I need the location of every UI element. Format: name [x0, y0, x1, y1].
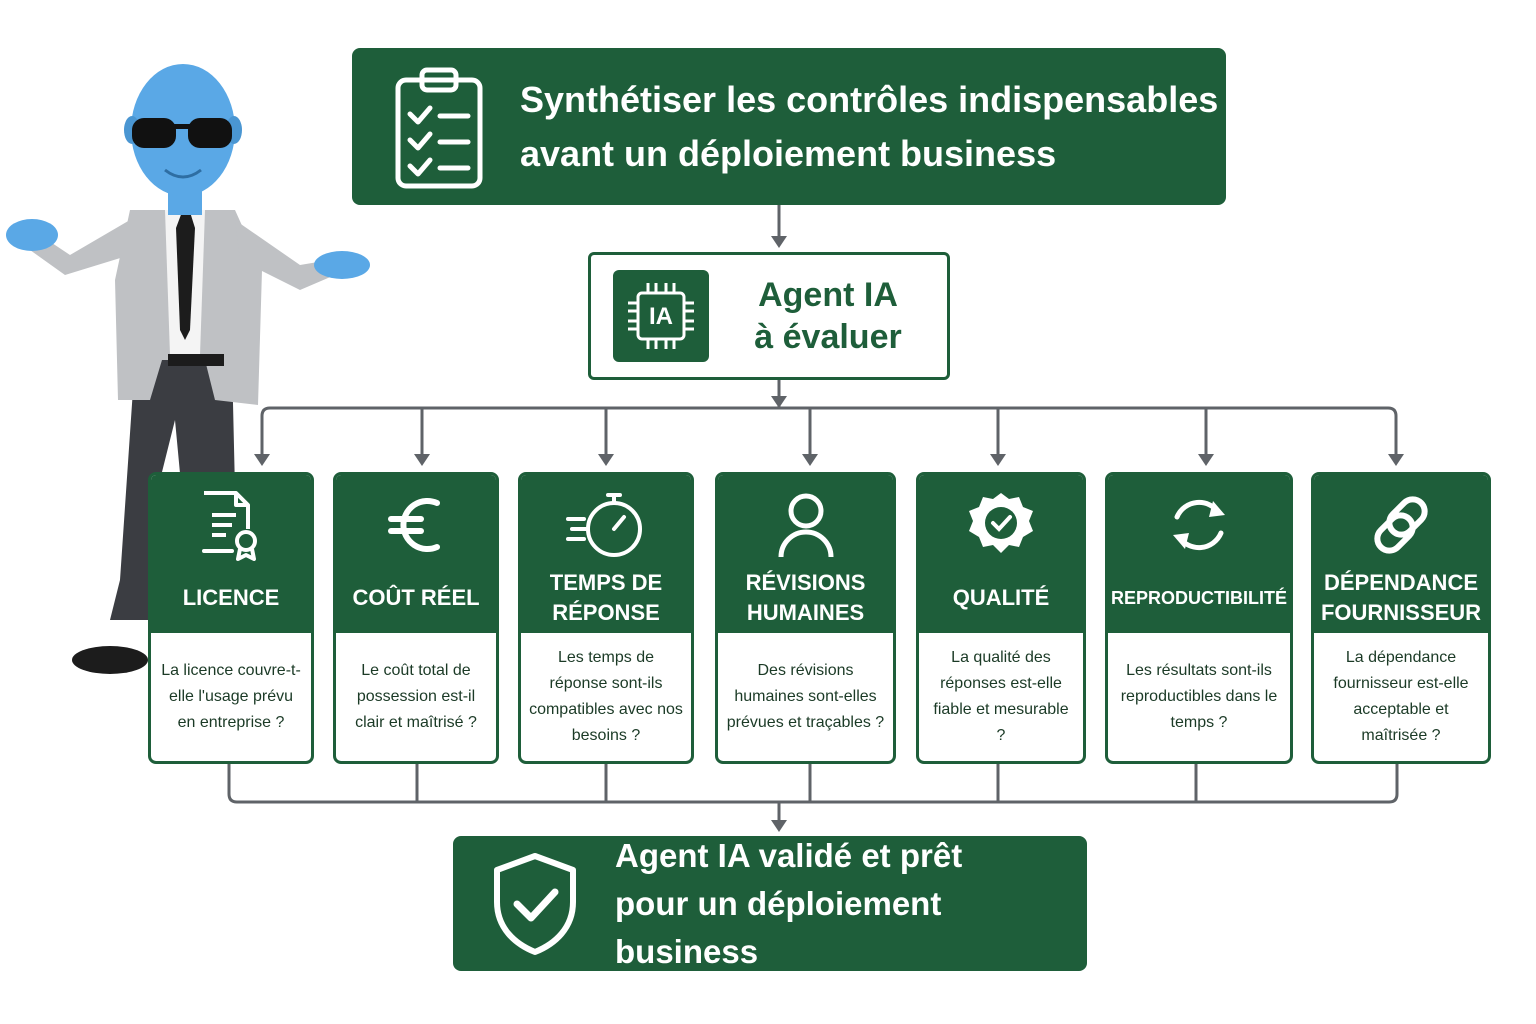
goal-title-line-1: Synthétiser les contrôles indispensables [520, 78, 1219, 120]
check-card-reproductibilite: REPRODUCTIBILITÉ Les résultats sont-ils … [1105, 472, 1293, 764]
check-question: Le coût total de possession est-il clair… [355, 662, 477, 731]
euro-icon [388, 498, 440, 552]
chip-label: IA [649, 303, 673, 330]
check-card-temps-de-reponse: TEMPS DE RÉPONSE Les temps de réponse so… [518, 472, 694, 764]
stopwatch-icon [566, 493, 642, 557]
check-card-qualite: QUALITÉ La qualité des réponses est-elle… [916, 472, 1086, 764]
license-document-icon [202, 491, 257, 561]
check-question: La qualité des réponses est-elle fiable … [933, 649, 1069, 744]
check-card-revisions-humaines: RÉVISIONS HUMAINES Des révisions humaine… [715, 472, 896, 764]
check-question: La licence couvre-t-elle l'usage prévu e… [161, 662, 301, 731]
check-question: Les temps de réponse sont-ils compatible… [529, 649, 683, 744]
refresh-cycle-icon [1173, 499, 1225, 551]
chain-link-icon [1374, 496, 1428, 554]
goal-title-line-2: avant un déploiement business [520, 132, 1057, 174]
check-title: QUALITÉ [952, 585, 1050, 610]
check-card-dependance-fournisseur: DÉPENDANCE FOURNISSEUR La dépendance fou… [1311, 472, 1491, 764]
agent-label-line-1: Agent IA [758, 276, 898, 314]
check-question: Des révisions humaines sont-elles prévue… [726, 662, 885, 731]
check-question: La dépendance fournisseur est-elle accep… [1333, 649, 1469, 744]
check-card-licence: LICENCE La licence couvre-t-elle l'usage… [148, 472, 314, 764]
result-title-line-1: Agent IA validé et prêt [615, 836, 963, 874]
ai-chip-icon: IA [628, 283, 694, 349]
checklist-clipboard-icon [395, 67, 483, 188]
check-question: Les résultats sont-ils reproductibles da… [1120, 662, 1278, 731]
check-title: TEMPS DE RÉPONSE [549, 570, 663, 625]
check-card-cout-reel: COÛT RÉEL Le coût total de possession es… [333, 472, 499, 764]
quality-badge-icon [969, 493, 1033, 553]
person-icon [778, 493, 833, 558]
ai-chip-badge: IA [613, 270, 709, 362]
check-title: LICENCE [182, 585, 280, 610]
agent-to-evaluate-box: IA Agent IA à évaluer [588, 252, 950, 380]
result-title: Agent IA validé et prêt pour un déploiem… [615, 832, 1087, 976]
result-title-line-2: pour un déploiement business [615, 884, 942, 970]
check-title: DÉPENDANCE FOURNISSEUR [1320, 570, 1482, 625]
shield-check-icon [494, 852, 576, 955]
goal-header-box: Synthétiser les contrôles indispensables… [352, 48, 1226, 205]
goal-title: Synthétiser les contrôles indispensables… [520, 73, 1218, 181]
agent-label-line-2: à évaluer [754, 318, 902, 356]
check-title: COÛT RÉEL [352, 585, 480, 610]
result-box: Agent IA validé et prêt pour un déploiem… [453, 836, 1087, 971]
check-title: REPRODUCTIBILITÉ [1110, 588, 1287, 608]
agent-label: Agent IA à évaluer [709, 274, 947, 358]
check-title: RÉVISIONS HUMAINES [745, 570, 866, 625]
